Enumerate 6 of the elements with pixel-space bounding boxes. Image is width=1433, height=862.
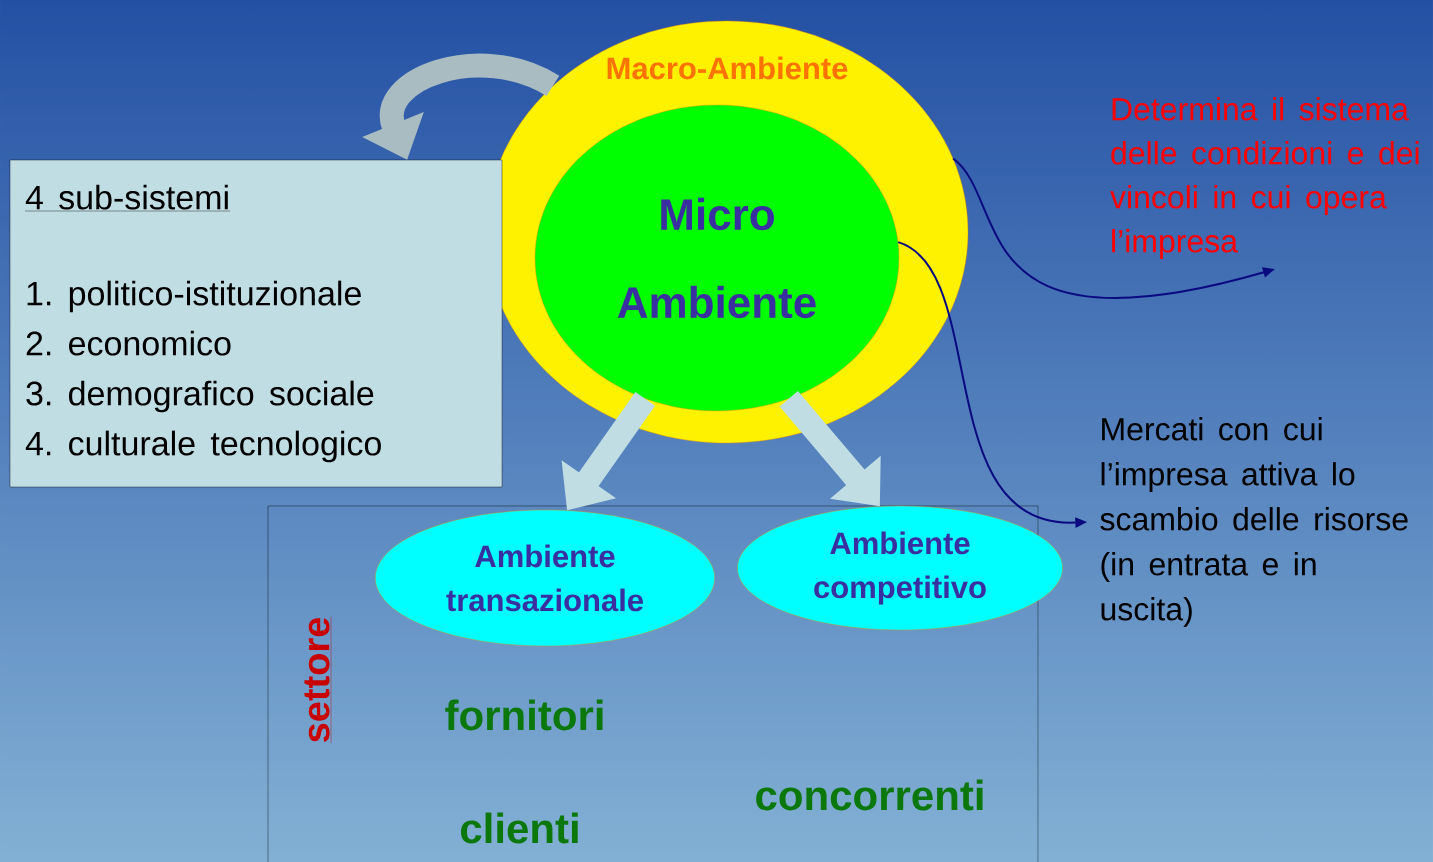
list-box: 4 sub-sistemi 1. politico-istituzionale 2. economico 3. demografico sociale 4. culturale tecnologico: [9, 159, 503, 488]
sector-label: fornitori: [445, 699, 603, 731]
sector-label: clienti: [460, 812, 578, 844]
note-text: Mercati con cui l’impresa attiva lo scambio delle risorse (in entrata e in uscita): [1100, 417, 1408, 627]
note-text: Determina il sistema delle condizioni e dei vincoli in cui opera l’impresa: [1110, 97, 1419, 259]
sector-label: concorrenti: [756, 779, 983, 811]
